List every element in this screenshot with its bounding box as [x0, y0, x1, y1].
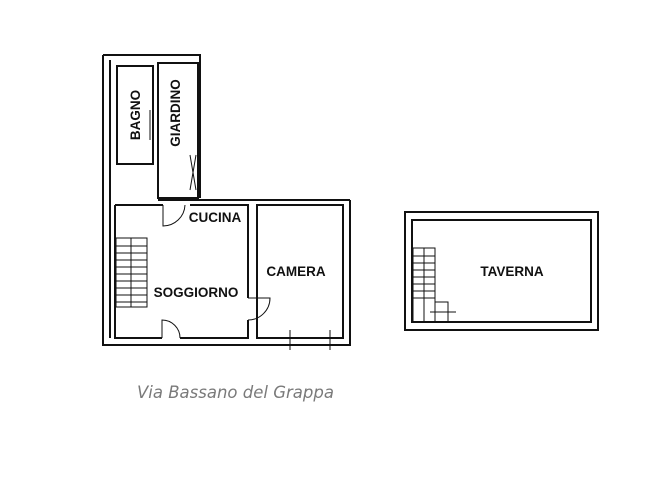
top-wall	[103, 54, 201, 198]
label-soggiorno: SOGGIORNO	[154, 285, 239, 300]
taverna-room	[411, 219, 592, 323]
label-camera: CAMERA	[266, 264, 325, 279]
giardino-room	[157, 62, 199, 199]
soggiorno-walls	[114, 204, 249, 339]
taverna-outer-wall	[404, 211, 599, 331]
camera-room	[256, 204, 344, 339]
label-bagno: BAGNO	[128, 90, 143, 140]
window-marks	[289, 330, 331, 350]
basement-plan: TAVERNA	[404, 211, 599, 331]
bagno-room	[116, 65, 154, 165]
ground-floor-plan: BAGNO GIARDINO CUCINA SOGGIORNO CAMERA	[102, 54, 351, 350]
stairs	[115, 237, 148, 308]
taverna-stairs	[412, 247, 456, 323]
outer-wall	[102, 55, 351, 346]
cucina-door	[162, 204, 186, 227]
label-giardino: GIARDINO	[168, 79, 183, 147]
camera-door	[247, 297, 271, 321]
soggiorno-door	[161, 319, 181, 339]
giardino-details	[149, 110, 197, 191]
label-taverna: TAVERNA	[480, 264, 543, 279]
street-caption: Via Bassano del Grappa	[137, 383, 334, 402]
label-cucina: CUCINA	[189, 210, 242, 225]
